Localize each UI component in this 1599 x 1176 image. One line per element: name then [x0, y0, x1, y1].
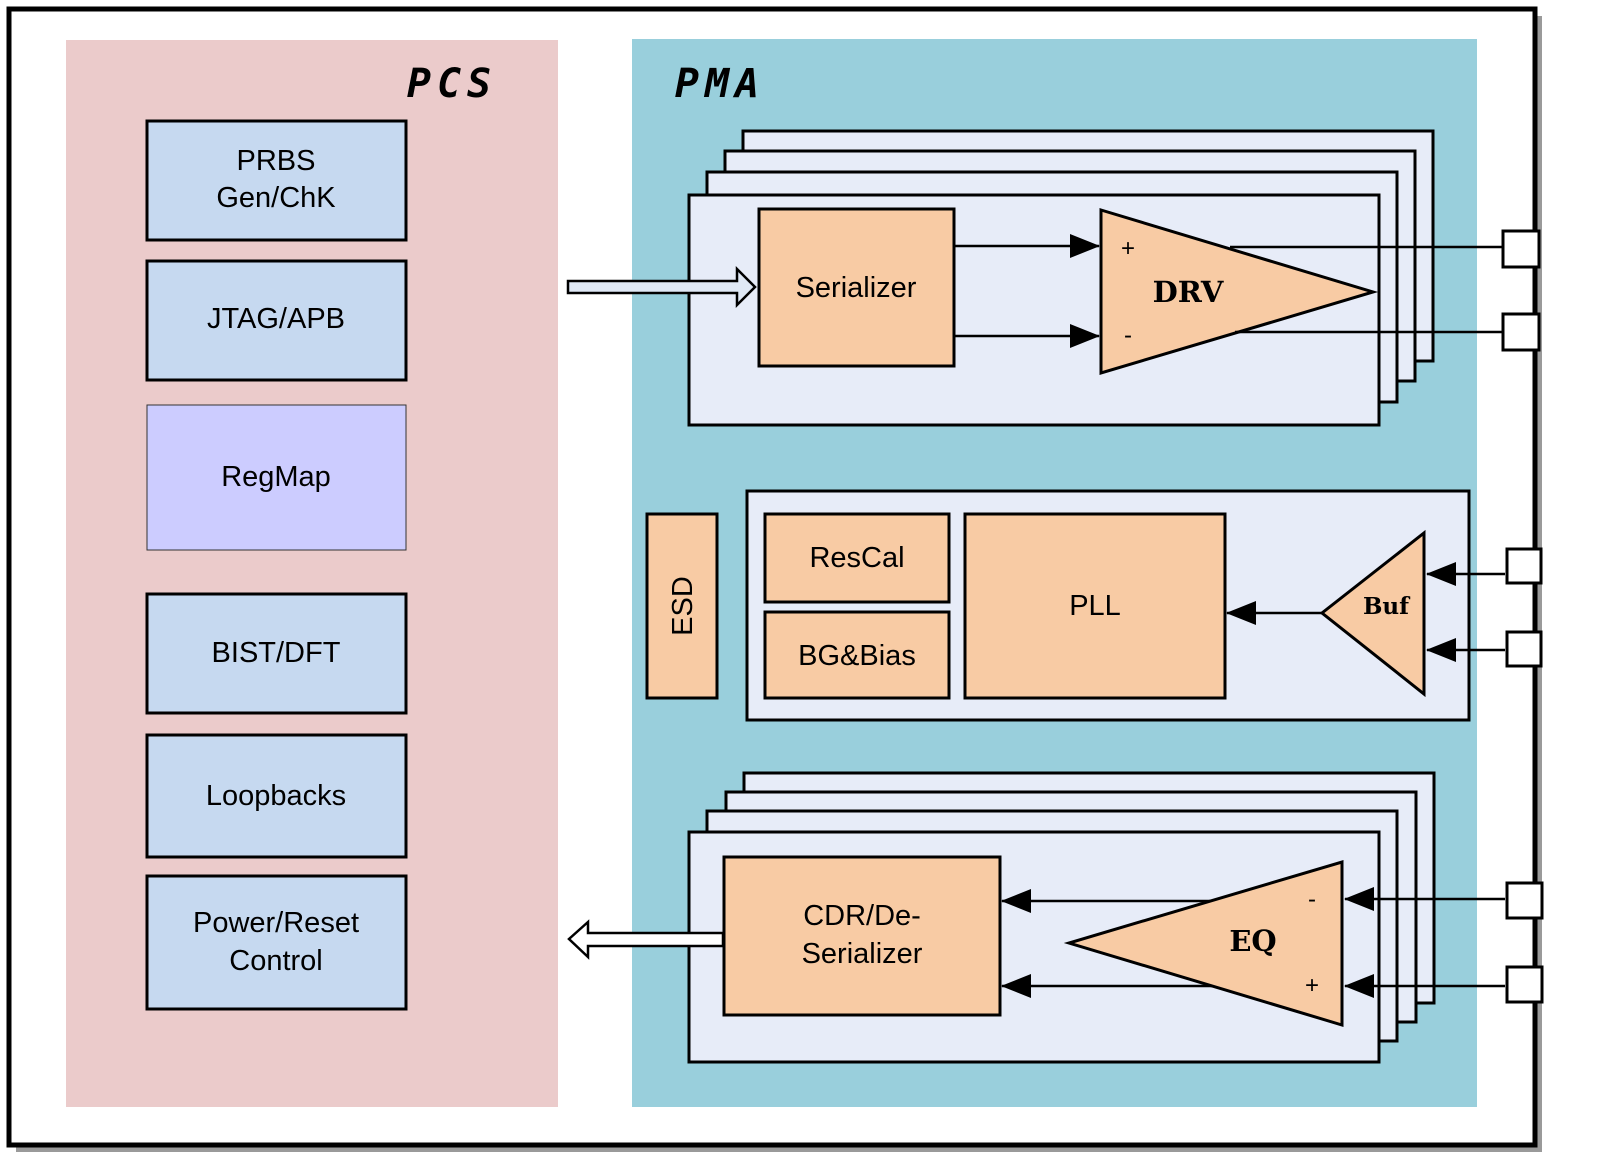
cdr-label-line1: CDR/De-	[803, 900, 921, 932]
cdr-to-pcs-arrow	[567, 919, 725, 960]
prbs-label-line2: Gen/ChK	[216, 182, 336, 214]
io-pad	[1501, 229, 1541, 269]
serializer-block: Serializer	[757, 207, 956, 368]
rescal-block: ResCal	[763, 512, 951, 604]
serializer-label: Serializer	[796, 272, 917, 304]
equalizer-plus-sign: +	[1305, 972, 1319, 999]
driver-plus-sign: +	[1121, 235, 1135, 262]
cdr-deserializer-block: CDR/De- Serializer	[722, 855, 1002, 1017]
pcs-section: PCS PRBS Gen/ChK JTAG/APB RegMap BIST/DF…	[66, 40, 558, 1107]
jtag-apb-label: JTAG/APB	[207, 303, 345, 335]
driver-amplifier: DRV + -	[1099, 207, 1379, 376]
bg-bias-label: BG&Bias	[798, 640, 916, 672]
equalizer-minus-sign: -	[1308, 886, 1316, 913]
bg-bias-block: BG&Bias	[763, 610, 951, 700]
pll-label: PLL	[1069, 590, 1121, 622]
pll-block: PLL	[963, 512, 1227, 700]
bist-dft-label: BIST/DFT	[212, 637, 341, 669]
jtag-apb-block: JTAG/APB	[145, 259, 408, 382]
regmap-label: RegMap	[221, 461, 331, 493]
rescal-label: ResCal	[809, 542, 904, 574]
pcs-title: PCS	[407, 61, 497, 107]
io-pad	[1505, 630, 1543, 668]
power-reset-block: Power/Reset Control	[145, 874, 408, 1011]
prbs-block: PRBS Gen/ChK	[145, 119, 408, 242]
esd-label: ESD	[667, 576, 699, 636]
power-reset-label-line1: Power/Reset	[193, 907, 359, 939]
io-pad	[1505, 881, 1544, 920]
driver-minus-sign: -	[1124, 322, 1132, 349]
clock-buffer: Buf	[1319, 529, 1426, 698]
io-pad	[1505, 965, 1544, 1004]
clock-lane: ResCal BG&Bias PLL Buf	[745, 489, 1505, 722]
equalizer-label: EQ	[1229, 924, 1276, 958]
io-pad	[1501, 312, 1541, 352]
esd-block: ESD	[645, 512, 719, 700]
equalizer-amplifier: EQ - +	[1063, 859, 1344, 1028]
io-pads	[1501, 229, 1544, 1004]
tx-lane-stack: Serializer DRV + -	[687, 129, 1435, 427]
prbs-label-line1: PRBS	[237, 145, 316, 177]
bist-dft-block: BIST/DFT	[145, 592, 408, 715]
power-reset-label-line2: Control	[229, 945, 323, 977]
loopbacks-block: Loopbacks	[145, 733, 408, 859]
driver-label: DRV	[1153, 275, 1224, 309]
pma-title: PMA	[675, 61, 765, 107]
loopbacks-label: Loopbacks	[206, 780, 346, 812]
rx-lane-stack: CDR/De- Serializer EQ - +	[687, 771, 1505, 1064]
cdr-label-line2: Serializer	[802, 938, 923, 970]
regmap-block: RegMap	[146, 404, 407, 551]
io-pad	[1505, 547, 1543, 585]
pcs-to-serializer-arrow	[566, 265, 757, 309]
buffer-label: Buf	[1363, 593, 1411, 620]
